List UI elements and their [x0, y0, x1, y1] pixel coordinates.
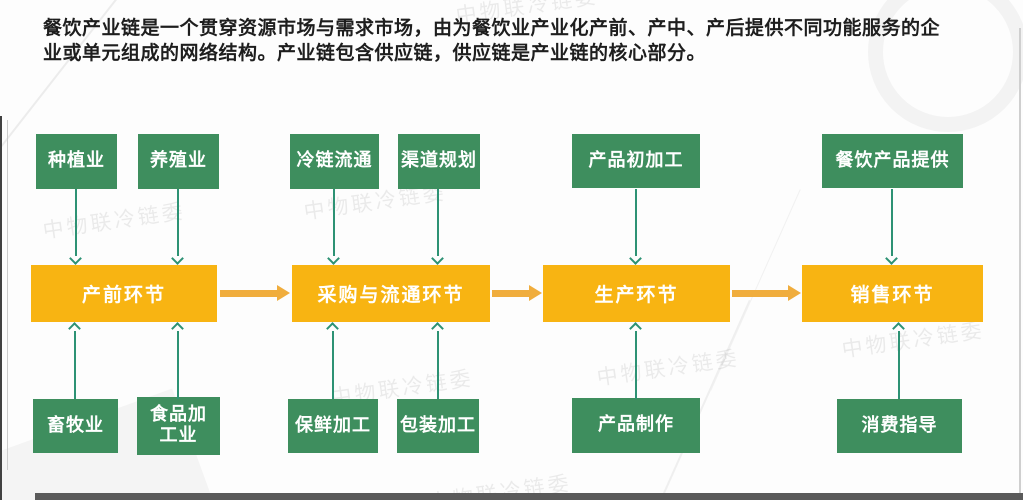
down-arrow-icon [885, 189, 898, 265]
watermark: 中物联冷链委 [595, 346, 742, 390]
up-arrow-icon [629, 322, 642, 399]
box-breeding-industry: 养殖业 [138, 134, 219, 189]
page-line-left [7, 120, 8, 470]
stage-pre-production: 产前环节 [31, 265, 217, 322]
stage-production: 生产环节 [543, 265, 730, 322]
down-arrow-icon [327, 189, 340, 265]
page-edge-bottom [35, 493, 1023, 500]
down-arrow-icon [431, 189, 444, 265]
box-fresh-keeping-processing: 保鲜加工 [288, 399, 378, 453]
down-arrow-icon [629, 189, 642, 265]
stage-procurement-circulation: 采购与流通环节 [292, 265, 490, 322]
box-product-making: 产品制作 [572, 398, 700, 453]
box-primary-processing: 产品初加工 [572, 134, 700, 188]
box-consumption-guidance: 消费指导 [837, 399, 962, 453]
flow-arrow-right-icon [220, 285, 290, 301]
box-planting-industry: 种植业 [36, 134, 117, 189]
up-arrow-icon [68, 322, 81, 399]
page-edge-right [1019, 28, 1021, 500]
up-arrow-icon [892, 322, 905, 399]
up-arrow-icon [171, 322, 184, 399]
page-edge-left [0, 116, 2, 500]
box-channel-planning: 渠道规划 [398, 134, 480, 189]
watermark: 中物联冷链委 [427, 471, 574, 500]
watermark: 中物联冷链委 [41, 199, 188, 243]
intro-paragraph: 餐饮产业链是一个贯穿资源市场与需求市场，由为餐饮业产业化产前、产中、产后提供不同… [43, 17, 941, 64]
stage-sales: 销售环节 [802, 265, 983, 322]
box-packaging-processing: 包装加工 [397, 399, 479, 453]
box-animal-husbandry: 畜牧业 [33, 399, 118, 453]
down-arrow-icon [69, 189, 82, 265]
box-catering-product-supply: 餐饮产品提供 [822, 134, 963, 188]
flow-arrow-right-icon [492, 285, 542, 301]
flow-arrow-right-icon [732, 285, 801, 301]
box-cold-chain-logistics: 冷链流通 [290, 134, 379, 189]
box-food-processing: 食品加工业 [137, 397, 220, 455]
up-arrow-icon [431, 322, 444, 399]
down-arrow-icon [171, 189, 184, 265]
up-arrow-icon [326, 322, 339, 399]
